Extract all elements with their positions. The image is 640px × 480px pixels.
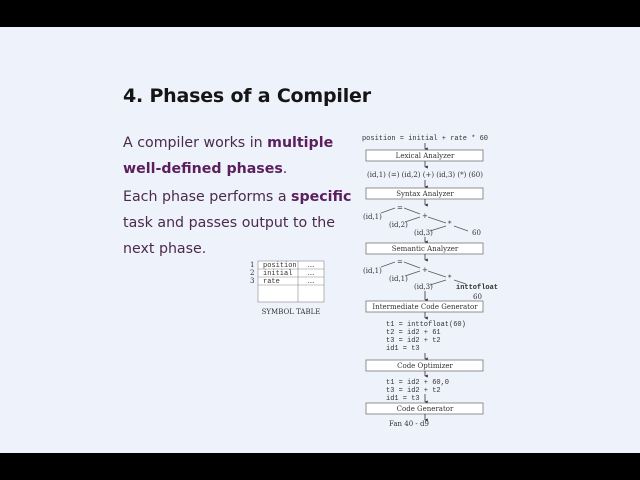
tree-node: +: [422, 212, 428, 220]
syntax-tree: = (id,1) + (id,2) * (id,3) 60: [363, 204, 481, 237]
code-line: id1 = t3: [386, 345, 420, 353]
tree-node: 60: [473, 293, 482, 301]
tree-node: (id,1): [389, 275, 408, 283]
symbol-table: 1 2 3 position initial rate ... ... ... …: [250, 260, 325, 316]
phase-label: Intermediate Code Generator: [372, 303, 478, 311]
tree-node: =: [397, 204, 403, 212]
text: task and passes output to the next phase…: [123, 215, 336, 257]
row-index: 2: [250, 269, 254, 277]
tree-node: =: [397, 258, 403, 266]
symbol-name: position: [263, 262, 297, 270]
text: A compiler works in: [123, 135, 268, 151]
row-index: 3: [250, 277, 254, 285]
slide-title: 4. Phases of a Compiler: [123, 85, 371, 107]
phase-box-semantic: [365, 242, 484, 255]
symbol-attr: ...: [308, 277, 315, 285]
row-index: 1: [250, 261, 254, 269]
intermediate-code: t1 = inttofloat(60) t2 = id2 + 61 t3 = i…: [386, 321, 466, 353]
symbol-name: initial: [263, 270, 292, 278]
text: .: [282, 161, 288, 177]
code-line: t1 = id2 + 60,0: [386, 379, 449, 387]
symbol-attr: ...: [308, 261, 315, 269]
tree-node: +: [422, 266, 428, 274]
symbol-table-caption: SYMBOL TABLE: [262, 308, 321, 316]
tree-node: *: [448, 274, 452, 282]
phase-label: Syntax Analyzer: [396, 190, 454, 198]
optimized-code: t1 = id2 + 60,0 t3 = id2 + t2 id1 = t3: [386, 379, 449, 403]
phase-box-codegen: [365, 402, 484, 415]
phase-label: Code Optimizer: [397, 362, 453, 370]
target-code-partial: Fan 40 - d9: [389, 420, 429, 428]
emphasis: specific: [291, 189, 352, 205]
tree-node: 60: [472, 229, 481, 237]
tree-node: inttofloat: [456, 284, 498, 292]
phase-box-intermediate: [365, 300, 484, 313]
tree-node: (id,1): [363, 213, 382, 221]
slide: 4. Phases of a Compiler A compiler works…: [0, 27, 640, 453]
tree-node: (id,1): [363, 267, 382, 275]
code-line: t3 = id2 + t2: [386, 387, 441, 395]
symbol-name: rate: [263, 278, 280, 286]
slide-body: A compiler works in multiple well-define…: [123, 130, 363, 262]
code-line: id1 = t3: [386, 395, 420, 403]
paragraph-1: A compiler works in multiple well-define…: [123, 130, 363, 182]
code-line: t1 = inttofloat(60): [386, 321, 466, 329]
code-line: t2 = id2 + 61: [386, 329, 441, 337]
tree-node: (id,2): [389, 221, 408, 229]
source-statement: position = initial + rate * 60: [362, 135, 488, 143]
emphasis: multiple well-defined phases: [123, 135, 334, 177]
semantic-tree: = (id,1) + (id,1) * (id,3) inttofloat 60: [363, 258, 498, 301]
tree-node: (id,3): [414, 283, 433, 291]
text: Each phase performs a: [123, 189, 292, 205]
phase-label: Code Generator: [397, 405, 454, 413]
phase-label: Lexical Analyzer: [396, 152, 455, 160]
phase-box-optimizer: [365, 359, 484, 372]
phase-box-lexical: [365, 149, 484, 162]
phase-box-syntax: [365, 187, 484, 200]
phase-label: Semantic Analyzer: [392, 245, 459, 253]
paragraph-2: Each phase performs a specific task and …: [123, 184, 363, 262]
symbol-attr: ...: [308, 269, 315, 277]
code-line: t3 = id2 + t2: [386, 337, 441, 345]
tree-node: *: [448, 220, 452, 228]
compiler-phases-diagram: position = initial + rate * 60 Lexical A…: [250, 135, 498, 428]
token-stream: (id,1) (=) (id,2) (+) (id,3) (*) (60): [367, 171, 483, 179]
tree-node: (id,3): [414, 229, 433, 237]
